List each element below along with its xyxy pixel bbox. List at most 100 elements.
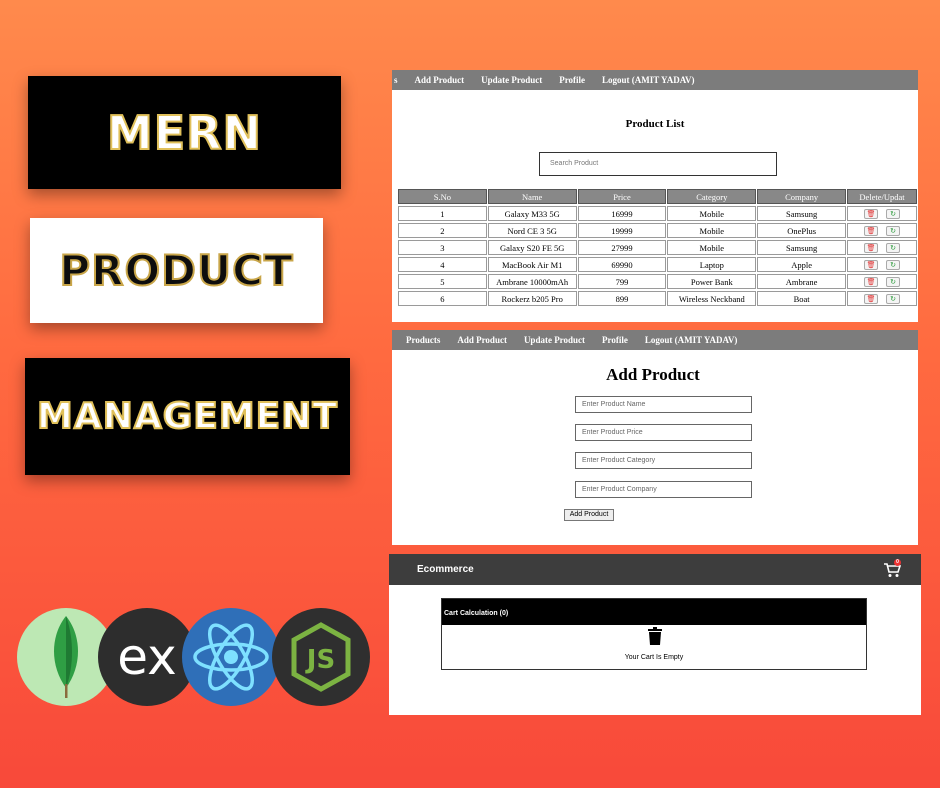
cell-name: Ambrane 10000mAh <box>487 274 577 289</box>
nodejs-hexagon-icon: JS <box>291 622 351 692</box>
cell-name: Nord CE 3 5G <box>487 223 577 238</box>
nav-profile[interactable]: Profile <box>602 335 628 345</box>
cell-name: Rockerz b205 Pro <box>487 291 577 306</box>
delete-button[interactable]: 🗑︎ <box>864 294 879 305</box>
cell-sno: 3 <box>398 240 487 255</box>
trash-icon: 🗑︎ <box>866 261 876 270</box>
delete-button[interactable]: 🗑︎ <box>864 277 879 288</box>
delete-button[interactable]: 🗑︎ <box>864 209 879 220</box>
cell-price: 19999 <box>577 223 667 238</box>
cell-category: Laptop <box>667 257 757 272</box>
refresh-icon: ↻ <box>890 227 896 236</box>
nav-logout[interactable]: Logout (AMIT YADAV) <box>644 335 738 345</box>
cell-category: Power Bank <box>667 274 757 289</box>
nav-logout[interactable]: Logout (AMIT YADAV) <box>602 75 695 85</box>
cell-actions: 🗑︎ ↻ <box>847 206 917 221</box>
navbar: s Add Product Update Product Profile Log… <box>392 70 918 90</box>
add-product-button[interactable]: Add Product <box>564 509 614 521</box>
delete-button[interactable]: 🗑︎ <box>864 243 879 254</box>
product-name-input[interactable]: Enter Product Name <box>575 396 752 413</box>
cart-heading: Cart Calculation (0) <box>442 599 866 625</box>
delete-button[interactable]: 🗑︎ <box>864 226 879 237</box>
cell-sno: 1 <box>398 206 487 221</box>
cell-actions: 🗑︎ ↻ <box>847 240 917 255</box>
table-header-row: S.No Name Price Category Company Delete/… <box>398 189 917 204</box>
cell-price: 69990 <box>577 257 667 272</box>
trash-icon: 🗑︎ <box>866 278 876 287</box>
cart-screenshot: Ecommerce 0 Cart Calculation (0) Your Ca… <box>389 554 921 715</box>
cart-navbar: Ecommerce 0 <box>389 554 921 585</box>
cell-actions: 🗑︎ ↻ <box>847 291 917 306</box>
product-category-input[interactable]: Enter Product Category <box>575 452 752 469</box>
product-table: S.No Name Price Category Company Delete/… <box>397 187 918 308</box>
brand-name[interactable]: Ecommerce <box>417 564 474 575</box>
cell-company: Samsung <box>757 240 847 255</box>
col-price: Price <box>577 189 667 204</box>
cell-name: MacBook Air M1 <box>487 257 577 272</box>
update-button[interactable]: ↻ <box>886 226 901 237</box>
cell-price: 16999 <box>577 206 667 221</box>
cell-company: Ambrane <box>757 274 847 289</box>
trash-icon: 🗑︎ <box>866 227 876 236</box>
cell-category: Mobile <box>667 240 757 255</box>
navbar: Products Add Product Update Product Prof… <box>392 330 918 350</box>
update-button[interactable]: ↻ <box>886 277 901 288</box>
cell-actions: 🗑︎ ↻ <box>847 223 917 238</box>
update-button[interactable]: ↻ <box>886 294 901 305</box>
nav-update-product[interactable]: Update Product <box>523 335 586 345</box>
refresh-icon: ↻ <box>890 261 896 270</box>
express-text: ex <box>117 628 177 686</box>
cell-sno: 5 <box>398 274 487 289</box>
title-plaque-product: PRODUCT <box>30 218 323 323</box>
cell-price: 27999 <box>577 240 667 255</box>
delete-button[interactable]: 🗑︎ <box>864 260 879 271</box>
nodejs-logo: JS <box>272 608 370 706</box>
col-category: Category <box>667 189 757 204</box>
cell-company: OnePlus <box>757 223 847 238</box>
page-title: Add Product <box>606 365 700 384</box>
cell-name: Galaxy S20 FE 5G <box>487 240 577 255</box>
nav-update-product[interactable]: Update Product <box>481 75 543 85</box>
update-button[interactable]: ↻ <box>886 209 901 220</box>
title-plaque-mern: MERN <box>28 76 341 189</box>
nav-products-partial[interactable]: s <box>394 75 398 85</box>
nav-profile[interactable]: Profile <box>559 75 586 85</box>
search-input[interactable]: Search Product <box>539 152 777 176</box>
col-actions: Delete/Updat <box>847 189 917 204</box>
col-name: Name <box>487 189 577 204</box>
title-plaque-management: MANAGEMENT <box>25 358 350 475</box>
cell-company: Boat <box>757 291 847 306</box>
cell-name: Galaxy M33 5G <box>487 206 577 221</box>
title-mern: MERN <box>106 105 263 161</box>
mongodb-leaf-icon <box>54 616 78 698</box>
react-atom-icon <box>193 623 269 691</box>
col-sno: S.No <box>398 189 487 204</box>
nav-products[interactable]: Products <box>406 335 441 345</box>
shopping-cart-icon[interactable] <box>883 562 901 578</box>
nav-add-product[interactable]: Add Product <box>457 335 507 345</box>
cell-sno: 6 <box>398 291 487 306</box>
cell-company: Samsung <box>757 206 847 221</box>
product-price-input[interactable]: Enter Product Price <box>575 424 752 441</box>
cart-count-badge: 0 <box>894 559 901 566</box>
nodejs-js-text: JS <box>305 645 335 675</box>
add-product-screenshot: Products Add Product Update Product Prof… <box>392 330 918 545</box>
update-button[interactable]: ↻ <box>886 243 901 254</box>
refresh-icon: ↻ <box>890 244 896 253</box>
cell-price: 799 <box>577 274 667 289</box>
product-company-input[interactable]: Enter Product Company <box>575 481 752 498</box>
update-button[interactable]: ↻ <box>886 260 901 271</box>
cell-category: Mobile <box>667 223 757 238</box>
refresh-icon: ↻ <box>890 210 896 219</box>
col-company: Company <box>757 189 847 204</box>
page-title: Product List <box>625 118 685 130</box>
product-list-screenshot: s Add Product Update Product Profile Log… <box>392 70 918 322</box>
title-product: PRODUCT <box>58 245 294 296</box>
nav-add-product[interactable]: Add Product <box>414 75 465 85</box>
